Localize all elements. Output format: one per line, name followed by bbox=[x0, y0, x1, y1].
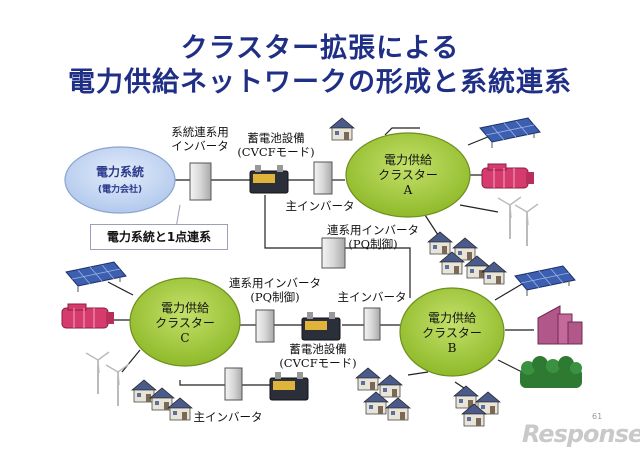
battery-c-icon bbox=[269, 371, 309, 401]
grid-inverter-label: 系統連系用 インバータ bbox=[160, 125, 240, 153]
title-line-1: クラスター拡張による bbox=[180, 33, 460, 64]
main-inverter-mid-icon bbox=[363, 307, 381, 341]
cluster-b-label-2: クラスター bbox=[422, 326, 482, 340]
title-line-2: 電力供給ネットワークの形成と系統連系 bbox=[68, 67, 572, 98]
link-inverter-cb-label-2: (PQ制御) bbox=[250, 290, 300, 304]
cluster-c-label-3: C bbox=[180, 331, 189, 345]
grid-connection-callout: 電力系統と1点連系 bbox=[90, 224, 228, 250]
cluster-c-label-2: クラスター bbox=[155, 316, 215, 330]
solar-panel-b-icon bbox=[514, 265, 576, 297]
grid-sublabel: (電力会社) bbox=[98, 183, 142, 195]
cluster-b-label-3: B bbox=[448, 341, 457, 355]
link-inverter-ab-label-1: 連系用インバータ bbox=[327, 223, 419, 237]
cluster-a-house-icon bbox=[329, 117, 355, 141]
grid-label: 電力系統 bbox=[96, 164, 144, 179]
solar-panel-a-icon bbox=[479, 117, 541, 149]
forest-b-icon bbox=[520, 356, 582, 388]
link-inverter-ab-icon bbox=[321, 237, 346, 269]
wind-turbine-c-icon bbox=[85, 351, 130, 407]
wind-turbine-a-icon bbox=[497, 196, 539, 247]
cluster-a-label-1: 電力供給 bbox=[384, 153, 432, 167]
cluster-b-node bbox=[399, 287, 505, 377]
generator-c-icon bbox=[61, 303, 115, 329]
solar-panel-c-icon bbox=[65, 261, 127, 293]
houses-a-icon bbox=[427, 231, 507, 285]
battery-top-icon bbox=[249, 164, 289, 194]
battery-bottom-icon bbox=[301, 311, 341, 341]
battery-top-label-1: 蓄電池設備 bbox=[247, 131, 305, 145]
battery-top-label-2: (CVCFモード) bbox=[237, 145, 315, 159]
cluster-a-node bbox=[345, 132, 471, 218]
main-inverter-c-label: 主インバータ bbox=[193, 410, 263, 424]
main-inverter-mid-label: 主インバータ bbox=[337, 290, 407, 304]
watermark-logo: Response. bbox=[522, 420, 640, 448]
grid-inverter-label-1: 系統連系用 bbox=[171, 125, 229, 139]
main-inverter-a-icon bbox=[313, 161, 333, 195]
battery-bottom-label: 蓄電池設備 (CVCFモード) bbox=[278, 342, 358, 370]
battery-bottom-label-1: 蓄電池設備 bbox=[289, 342, 347, 356]
power-grid-node bbox=[64, 146, 176, 214]
page-number: 61 bbox=[592, 412, 603, 421]
battery-bottom-label-2: (CVCFモード) bbox=[279, 356, 357, 370]
link-inverter-cb-label-1: 連系用インバータ bbox=[229, 276, 321, 290]
battery-top-label: 蓄電池設備 (CVCFモード) bbox=[236, 131, 316, 159]
cluster-a-label-2: クラスター bbox=[378, 168, 438, 182]
link-inverter-cb-icon bbox=[255, 309, 275, 343]
grid-interconnect-inverter-icon bbox=[189, 162, 212, 201]
link-inverter-ab-label-2: (PQ制御) bbox=[348, 237, 398, 251]
cluster-c-label-1: 電力供給 bbox=[161, 301, 209, 315]
houses-b-icon bbox=[355, 367, 501, 427]
link-inverter-ab-label: 連系用インバータ (PQ制御) bbox=[318, 223, 428, 251]
main-inverter-a-label: 主インバータ bbox=[285, 199, 355, 213]
main-inverter-c-icon bbox=[224, 367, 243, 401]
generator-a-icon bbox=[481, 163, 535, 189]
factory-b-icon bbox=[537, 305, 583, 345]
cluster-b-label-1: 電力供給 bbox=[428, 311, 476, 325]
cluster-c-node bbox=[129, 277, 241, 367]
grid-inverter-label-2: インバータ bbox=[171, 139, 229, 153]
houses-c-icon bbox=[131, 379, 193, 421]
cluster-a-label-3: A bbox=[403, 183, 413, 197]
link-inverter-cb-label: 連系用インバータ (PQ制御) bbox=[220, 276, 330, 304]
